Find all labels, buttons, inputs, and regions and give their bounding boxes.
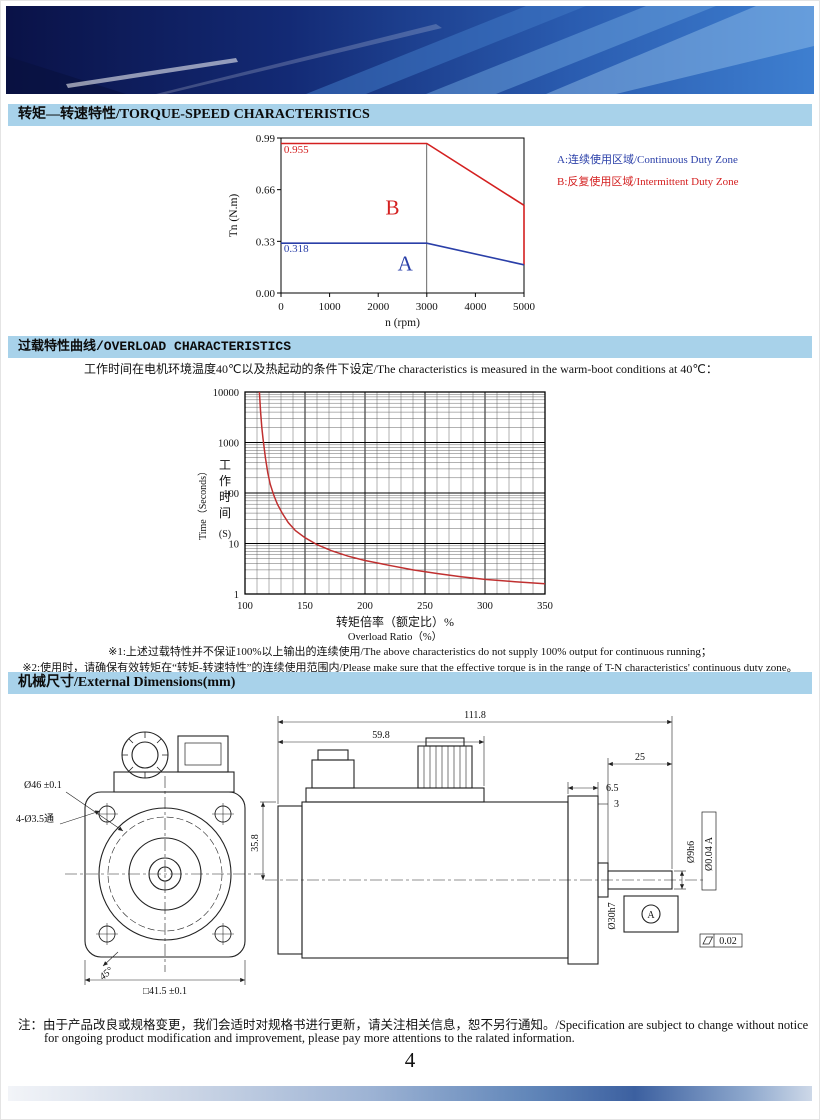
chart1-y-axis-label: Tn (N.m) [228,194,240,238]
page-number: 4 [404,1048,416,1072]
header-banner [6,6,814,94]
dim-spigot-dia: Ø30h7 [607,902,618,929]
dim-square: □41.5 ±0.1 [143,986,187,997]
chart2-xtick-label: 250 [417,601,433,612]
chart1-xtick-label: 2000 [367,301,390,313]
section-title-torque-speed: 转矩—转速特性/TORQUE-SPEED CHARACTERISTICS [8,104,812,126]
section-title-torque-speed-text: 转矩—转速特性/TORQUE-SPEED CHARACTERISTICS [18,107,370,122]
chart2-ytick-label: 1000 [218,439,239,450]
chart1-xtick-label: 0 [278,301,284,313]
front-view-dimension-lines [59,791,246,985]
chart1-annotation: 0.955 [284,144,309,156]
dim-height: 35.8 [250,834,261,852]
chart2-y-axis-label-en: Time（Seconds） [197,466,209,540]
dim-flange-dia: Ø46 ±0.1 [24,780,62,791]
chart2-xtick-label: 150 [297,601,313,612]
side-view-dimension-lines [260,716,686,890]
chart1-xtick-label: 3000 [416,301,439,313]
footer-note-line1: 注：由于产品改良或规格变更，我们会适时对规格书进行更新，请关注相关信息，恕不另行… [18,1018,809,1032]
section-title-overload: 过载特性曲线/OVERLOAD CHARACTERISTICS [8,336,812,358]
chart1-xtick-label: 5000 [513,301,536,313]
section-title-dimensions: 机械尺寸/External Dimensions(mm) [8,672,812,694]
overload-footnote-1: ※1:上述过载特性并不保证100%以上输出的连续使用/The above cha… [108,646,712,658]
chart2-xtick-label: 100 [237,601,253,612]
shaft-end-detail [623,895,679,933]
chart2-y-axis-unit: (S) [219,529,231,540]
torque-speed-chart: 0.00 0.33 0.66 0.99 0 1000 2000 3000 4000 5000 n (… [228,133,536,329]
chart1-ytick-label: 0.00 [256,288,276,300]
dim-3: 3 [614,799,619,810]
dim-shaft-length: 25 [635,752,645,763]
chart1-annotation: 0.318 [284,243,309,255]
front-connectors [113,731,235,793]
flatness-tolerance-frame [699,933,743,948]
footer-note-line2: for ongoing product modification and imp… [44,1031,575,1045]
chart2-xtick-label: 350 [537,601,553,612]
dim-flatness-tol: 0.02 [719,936,737,947]
chart1-x-axis-label: n (rpm) [385,317,420,329]
dim-shaft-dia: Ø9h6 [686,841,697,863]
section-title-dimensions-text: 机械尺寸/External Dimensions(mm) [18,675,236,690]
section-title-overload-text: 过载特性曲线/OVERLOAD CHARACTERISTICS [18,339,292,354]
dim-overall-length: 111.8 [464,710,486,721]
overload-condition-note: 工作时间在电机环境温度40℃以及热起动的条件下设定/The characteri… [84,362,718,376]
chart2-ytick-label: 100 [223,489,239,500]
overload-chart: 1 10 100 1000 10000 100 150 200 250 300 350 转矩倍率（额定… [197,388,553,643]
chart1-xtick-label: 1000 [319,301,342,313]
chart2-y-axis-label-cn: 工作时间 [219,458,231,520]
legend-continuous-duty-zone: A:连续使用区域/Continuous Duty Zone [557,154,738,166]
flatness-symbol [702,936,714,945]
chart1-ytick-label: 0.66 [256,185,276,197]
chart1-series-0 [281,142,525,265]
chart2-xtick-label: 200 [357,601,373,612]
datum-label: A [647,910,655,921]
chart2-ytick-label: 10000 [213,388,239,399]
chart2-x-axis-label-en: Overload Ratio（%） [348,631,442,643]
chart2-x-axis-label-cn: 转矩倍率（额定比）% [336,614,454,629]
footer-decorative-strip [8,1086,812,1101]
dim-body-length: 59.8 [372,730,390,741]
chart1-annotation: B [386,196,400,220]
side-view [265,737,705,965]
chart1-ytick-label: 0.99 [256,133,276,145]
chart1-annotation: A [398,251,414,275]
mounting-holes [96,803,234,945]
front-view [65,731,265,972]
chart2-plot-border [244,391,546,595]
legend-intermittent-duty-zone: B:反复使用区域/Intermittent Duty Zone [557,176,739,188]
chart2-ytick-label: 10 [229,540,240,551]
header-banner-graphic [6,6,814,94]
dimensions-drawing: Ø46 ±0.1 4-Ø3.5通 45° □41.5 ±0.1 [16,710,743,997]
overload-footnote-2: ※2:使用时，请确保有效转矩在“转矩-转速特性”的连续使用范围内/Please … [22,662,798,674]
chart1-ytick-label: 0.33 [256,236,276,248]
dim-mount-holes: 4-Ø3.5通 [16,813,54,825]
dim-6-5: 6.5 [606,783,619,794]
dim-runout-tol: Ø0.04 A [704,836,715,871]
chart2-ytick-label: 1 [234,590,239,601]
chart1-series-1 [281,242,525,266]
chart2-series-0 [258,391,546,585]
side-connectors [305,737,485,803]
chart1-xtick-label: 4000 [464,301,487,313]
runout-tolerance-frame [701,811,717,891]
chart2-xtick-label: 300 [477,601,493,612]
